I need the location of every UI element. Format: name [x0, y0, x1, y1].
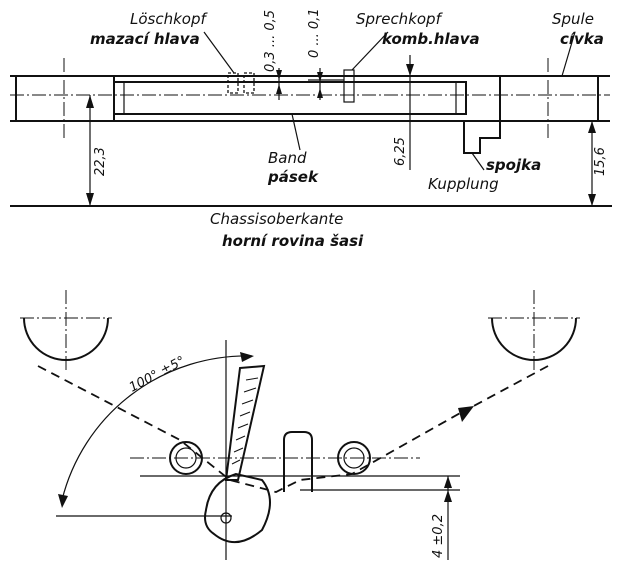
- spool-label-de: Spule: [552, 10, 594, 28]
- tape-label-cs: pásek: [267, 168, 319, 186]
- record-head-label-de: Sprechkopf: [356, 10, 444, 28]
- erase-gap-dimension: 0,3 ... 0,5: [263, 10, 278, 72]
- tape-direction-arrow: [458, 406, 474, 422]
- offset-label: 4 ±0,2: [431, 514, 446, 558]
- right-spool: [499, 75, 599, 122]
- record-head-label-cs: komb.hlava: [382, 30, 480, 48]
- chassis-label-de: Chassisoberkante: [210, 210, 343, 228]
- clutch-label-cs: spojka: [486, 156, 541, 174]
- spool-height-dimension: 15,6: [593, 147, 608, 176]
- wrap-angle-arc: [61, 355, 253, 501]
- erase-head-label-cs: mazací hlava: [90, 30, 200, 48]
- plan-view: 100° ±5° 4 ±0,2: [20, 290, 580, 560]
- spool-label-cs: cívka: [560, 30, 604, 48]
- record-head: [343, 69, 355, 103]
- tape-label-de: Band: [268, 149, 307, 167]
- tape-band: [113, 81, 467, 115]
- erase-head-left-gap: [227, 72, 239, 94]
- erase-head-plan: [224, 364, 266, 481]
- record-gap-dimension: 0 ... 0,1: [307, 8, 322, 58]
- clutch-label-de: Kupplung: [428, 175, 499, 193]
- left-spool: [15, 75, 115, 122]
- tape-height-dimension: 22,3: [93, 147, 108, 176]
- erase-head-right-gap: [243, 72, 255, 94]
- clutch-shape: [463, 121, 501, 154]
- head-height-dimension: 6,25: [393, 137, 408, 166]
- pressure-arm: [204, 472, 271, 543]
- record-head-plan: [283, 431, 313, 492]
- chassis-label-cs: horní rovina šasi: [222, 232, 364, 250]
- side-elevation: Löschkopf mazací hlava Sprechkopf komb.h…: [10, 8, 612, 250]
- erase-head-label-de: Löschkopf: [130, 10, 208, 28]
- wrap-angle-label: 100° ±5°: [127, 354, 188, 396]
